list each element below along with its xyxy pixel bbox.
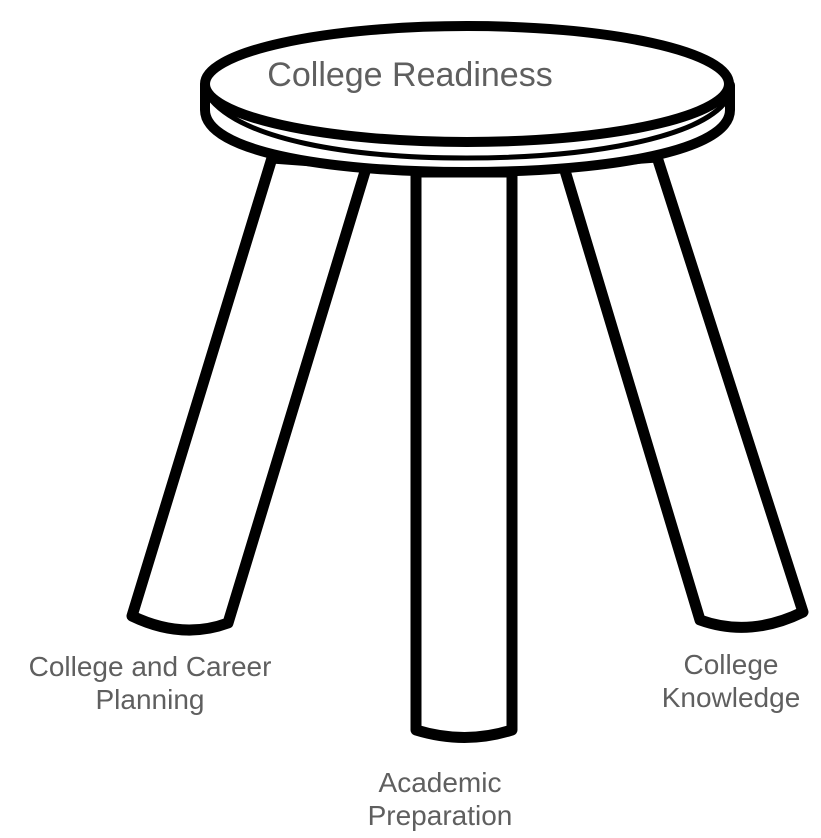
left-leg-label: College and Career Planning <box>0 650 300 716</box>
seat-label: College Readiness <box>267 56 553 94</box>
center-leg-label: Academic Preparation <box>330 766 550 832</box>
left-leg <box>126 152 373 636</box>
right-leg <box>557 151 809 633</box>
center-leg-label-line2: Preparation <box>367 800 513 831</box>
center-leg <box>410 166 518 743</box>
seat-top <box>200 21 734 147</box>
center-leg-label-line1: Academic <box>378 767 502 798</box>
left-leg-label-line2: Planning <box>95 684 205 715</box>
right-leg-label: College Knowledge <box>641 648 821 714</box>
right-leg-label-line2: Knowledge <box>661 682 801 713</box>
left-leg-label-line1: College and Career <box>28 651 272 682</box>
seat-rim-line <box>205 93 730 161</box>
right-leg-label-line1: College <box>683 649 779 680</box>
